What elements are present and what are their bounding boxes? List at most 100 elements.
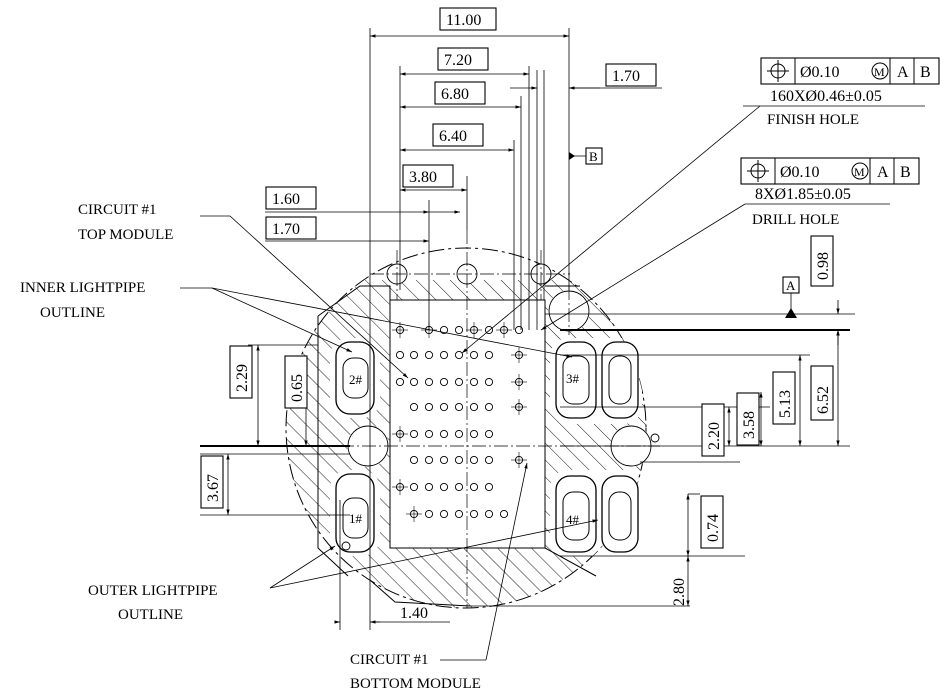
circuit-top-line2: TOP MODULE: [78, 227, 173, 243]
dim-0-65: 0.65: [289, 374, 306, 402]
finish-hole: [439, 377, 449, 387]
finish-holes: [392, 322, 527, 522]
finish-hole: [439, 509, 449, 519]
fcf-drill-datum-b: B: [900, 164, 911, 181]
finish-hole: [484, 350, 494, 360]
finish-hole: [454, 350, 464, 360]
fcf-finish-modifier: M: [874, 65, 885, 79]
fcf-finish-datum-a: A: [897, 64, 909, 81]
dim-6-80: 6.80: [441, 86, 469, 103]
housing-outline: [317, 285, 597, 607]
fcf-finish: Ø0.10 M A B 160XØ0.46±0.05 FINISH HOLE: [461, 57, 940, 354]
datum-b-label: B: [589, 149, 598, 164]
finish-hole: [469, 350, 479, 360]
finish-hole: [409, 350, 419, 360]
datum-b: B: [569, 147, 603, 165]
outer-lightpipe-line1: OUTER LIGHTPIPE: [88, 583, 218, 599]
lightpipe-label-3: 3#: [566, 371, 580, 386]
finish-hole: [439, 350, 449, 360]
dim-6-40: 6.40: [439, 128, 467, 145]
dim-3-58: 3.58: [741, 411, 758, 439]
finish-hole: [439, 402, 449, 412]
finish-hole: [409, 482, 419, 492]
finish-hole: [484, 377, 494, 387]
fcf-drill-tolerance: Ø0.10: [780, 164, 820, 181]
inner-lightpipe-line2: OUTLINE: [40, 305, 105, 321]
outer-lightpipe-line2: OUTLINE: [118, 607, 183, 623]
datum-a-label: A: [786, 278, 796, 293]
dim-2-20: 2.20: [706, 422, 723, 450]
fcf-finish-label: FINISH HOLE: [767, 112, 859, 128]
finish-hole: [409, 429, 419, 439]
fcf-drill-spec: 8XØ1.85±0.05: [755, 186, 851, 203]
finish-hole: [424, 482, 434, 492]
dim-3-80: 3.80: [409, 169, 437, 186]
dim-6-52: 6.52: [815, 386, 832, 414]
finish-hole: [469, 377, 479, 387]
fcf-drill-modifier: M: [854, 165, 865, 179]
finish-hole: [395, 350, 405, 360]
finish-hole: [514, 325, 524, 335]
finish-hole: [454, 402, 464, 412]
lightpipe-3: 3#: [555, 341, 639, 419]
fcf-drill-label: DRILL HOLE: [752, 212, 839, 228]
finish-hole: [484, 455, 494, 465]
finish-hole: [469, 509, 479, 519]
fcf-finish-tolerance: Ø0.10: [800, 64, 840, 81]
finish-hole: [409, 402, 419, 412]
finish-hole: [484, 482, 494, 492]
finish-hole: [454, 377, 464, 387]
bottom-dimension: 1.40: [334, 500, 450, 630]
finish-hole: [409, 455, 419, 465]
left-dimensions: 2.29 0.65 3.67: [200, 344, 350, 516]
finish-hole: [424, 429, 434, 439]
dim-11-00: 11.00: [446, 12, 481, 29]
finish-hole: [484, 429, 494, 439]
finish-hole: [469, 455, 479, 465]
circuit-bottom-line1: CIRCUIT #1: [350, 652, 428, 668]
circuit-bottom-line2: BOTTOM MODULE: [350, 676, 481, 692]
dim-3-67: 3.67: [205, 474, 222, 502]
finish-hole: [439, 429, 449, 439]
lightpipe-label-4: 4#: [566, 512, 580, 527]
lightpipe-label-2: 2#: [349, 372, 363, 387]
finish-hole: [469, 482, 479, 492]
dim-5-13: 5.13: [777, 390, 794, 418]
lightpipe-2: 2#: [335, 341, 375, 415]
lightpipe-label-1: 1#: [349, 511, 363, 526]
right-dimensions: 0.98 6.52 5.13 3.58 2.20 0.74 2.80: [470, 235, 855, 607]
finish-hole: [439, 482, 449, 492]
dim-1-70-top: 1.70: [612, 68, 640, 85]
finish-hole: [395, 377, 405, 387]
finish-hole: [484, 402, 494, 412]
finish-hole: [454, 509, 464, 519]
finish-hole: [484, 509, 494, 519]
dim-0-98: 0.98: [815, 252, 832, 280]
top-dimensions: 11.00 7.20 1.70 6.80 6.40 3.80 1.60 1.70: [265, 7, 662, 630]
datum-a: A: [782, 276, 800, 318]
callout-outer-lightpipe: OUTER LIGHTPIPE OUTLINE: [88, 519, 599, 623]
finish-hole: [409, 377, 419, 387]
lightpipe-4: 4#: [555, 475, 639, 553]
fcf-finish-datum-b: B: [920, 64, 931, 81]
callout-circuit-bottom: CIRCUIT #1 BOTTOM MODULE: [350, 462, 528, 692]
fcf-finish-spec: 160XØ0.46±0.05: [770, 88, 882, 105]
finish-hole: [439, 455, 449, 465]
finish-hole: [499, 509, 509, 519]
finish-hole: [454, 325, 464, 335]
finish-hole: [454, 482, 464, 492]
dim-2-80: 2.80: [671, 578, 688, 606]
finish-hole: [469, 402, 479, 412]
callout-circuit-top: CIRCUIT #1 TOP MODULE: [78, 202, 409, 379]
finish-hole: [424, 509, 434, 519]
lightpipe-1: 1#: [335, 473, 375, 553]
dim-7-20: 7.20: [444, 52, 472, 69]
circuit-top-line1: CIRCUIT #1: [78, 202, 156, 218]
finish-hole: [469, 429, 479, 439]
dim-1-40: 1.40: [400, 605, 428, 622]
finish-hole: [454, 429, 464, 439]
finish-hole: [424, 455, 434, 465]
callout-inner-lightpipe: INNER LIGHTPIPE OUTLINE: [20, 280, 573, 358]
inner-lightpipe-line1: INNER LIGHTPIPE: [20, 280, 145, 296]
